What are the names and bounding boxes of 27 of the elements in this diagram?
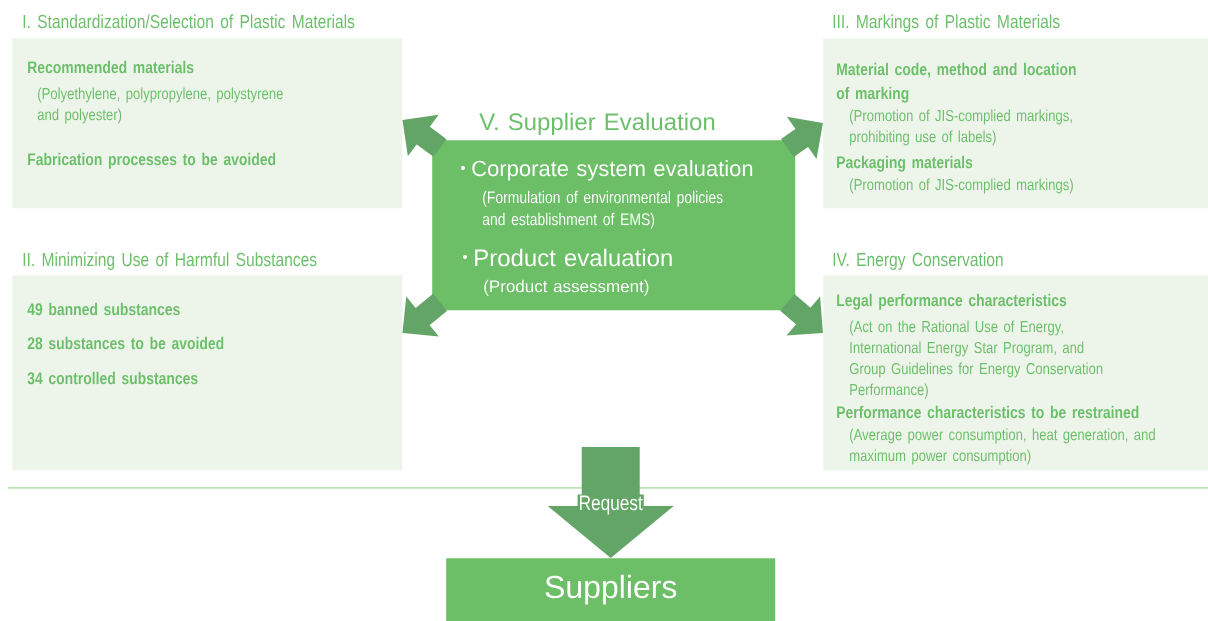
item-title: Recommended materials: [28, 60, 194, 74]
item-title: Packaging materials: [837, 155, 973, 172]
item-title: Fabrication processes to be avoided: [28, 152, 276, 169]
item-note: (Product assessment): [484, 279, 649, 296]
item-title: Material code, method and location of marking: [836, 62, 1076, 103]
item-note: (Act on the Rational Use of Energy, International Energy Star Program, and Group Guidelines for Energy Conservation Performance): [849, 320, 1103, 399]
item-title: Legal performance characteristics: [837, 293, 1067, 310]
item-title: Performance characteristics to be restrained: [837, 405, 1139, 419]
item-title: 49 banned substances: [27, 302, 180, 316]
edge-label: Request: [577, 494, 644, 516]
item-note: (Formulation of environmental policies and establishment of EMS): [482, 190, 723, 229]
box-title: V. Supplier Evaluation: [479, 112, 715, 136]
item-note: (Promotion of JIS-complied markings, prohibiting use of labels): [850, 109, 1072, 146]
item-title: 28 substances to be avoided: [27, 336, 224, 350]
arrow: [402, 293, 447, 337]
section-heading: IV. Energy Conservation: [833, 252, 1003, 270]
arrow: [780, 294, 823, 336]
item-note: (Average power consumption, heat generation, and maximum power consumption): [850, 428, 1155, 465]
bullet-item: Product evaluation: [475, 248, 672, 267]
bullet-item: Corporate system evaluation: [472, 160, 753, 181]
item-note: (Promotion of JIS-complied markings): [850, 178, 1073, 194]
section-heading: II. Minimizing Use of Harmful Substances: [23, 252, 317, 270]
box-label: Suppliers: [545, 574, 677, 605]
item-note: (Polyethylene, polypropylene, polystyrene and polyester): [37, 87, 283, 124]
section-heading: III. Markings of Plastic Materials: [833, 14, 1060, 32]
item-title: 34 controlled substances: [27, 371, 198, 385]
section-heading: I. Standardization/Selection of Plastic Materials: [23, 14, 355, 29]
